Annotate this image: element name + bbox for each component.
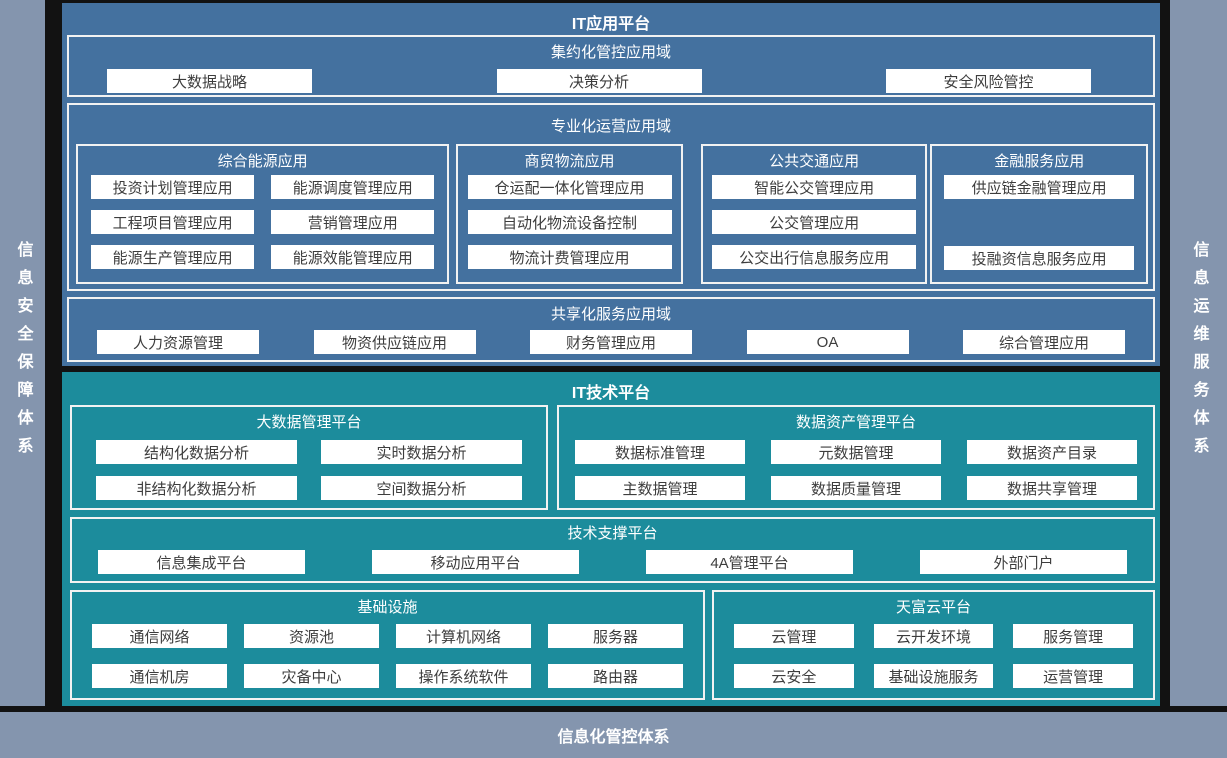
cloud-module: 云开发环境 [873,624,994,648]
cloud-module: 云管理 [734,624,854,648]
intensive-app-module: 大数据战略 [107,69,312,93]
support-platform-items: 信息集成平台 移动应用平台 4A管理平台 外部门户 [72,550,1153,574]
professional-domain-groups: 综合能源应用 投资计划管理应用能源调度管理应用工程项目管理应用营销管理应用能源生… [69,144,1153,284]
technical-support-platform: 技术支撑平台 信息集成平台 移动应用平台 4A管理平台 外部门户 [70,517,1155,583]
cloud-module: 服务管理 [1013,624,1133,648]
cloud-platform-items: 云管理云开发环境服务管理云安全基础设施服务运营管理 [714,624,1153,688]
transit-group-items: 智能公交管理应用公交管理应用公交出行信息服务应用 [703,175,926,269]
bigdata-module: 空间数据分析 [321,476,522,500]
infrastructure-items: 通信网络资源池计算机网络服务器通信机房灾备中心操作系统软件路由器 [72,624,703,688]
it-technology-platform: IT技术平台 大数据管理平台 结构化数据分析实时数据分析非结构化数据分析空间数据… [62,372,1160,706]
shared-app-module: OA [746,330,909,354]
transit-group-title: 公共交通应用 [769,153,860,170]
shared-app-module: 物资供应链应用 [313,330,476,354]
support-module: 信息集成平台 [98,550,305,574]
data-asset-platform-items: 数据标准管理 元数据管理 数据资产目录主数据管理 数据质量管理 数据共享管理 [559,440,1153,500]
data-asset-module: 主数据管理 [575,476,745,500]
infrastructure-module: 服务器 [548,624,683,648]
bottom-pillar-label: 信息化管控体系 [557,729,670,746]
data-asset-platform-title: 数据资产管理平台 [795,414,916,431]
infrastructure-title: 基础设施 [357,599,418,616]
infrastructure-module: 资源池 [244,624,379,648]
data-asset-management-platform: 数据资产管理平台 数据标准管理 元数据管理 数据资产目录主数据管理 数据质量管理 数据共… [557,405,1155,510]
transit-app-module: 智能公交管理应用 [712,175,917,199]
cloud-module: 云安全 [734,664,854,688]
intensive-domain-title: 集约化管控应用域 [550,44,671,61]
app-platform-title: IT应用平台 [571,16,651,33]
support-module: 外部门户 [920,550,1127,574]
energy-group-items: 投资计划管理应用能源调度管理应用工程项目管理应用营销管理应用能源生产管理应用能源… [78,175,447,269]
shared-app-module: 财务管理应用 [530,330,692,354]
finance-group-items: 供应链金融管理应用投融资信息服务应用 [932,175,1146,270]
finance-group-title: 金融服务应用 [994,153,1085,170]
bigdata-management-platform: 大数据管理平台 结构化数据分析实时数据分析非结构化数据分析空间数据分析 [70,405,548,510]
energy-app-module: 能源效能管理应用 [271,245,435,269]
bigdata-module: 结构化数据分析 [96,440,297,464]
shared-app-module: 人力资源管理 [97,330,259,354]
intensive-domain-items: 大数据战略 决策分析 安全风险管控 [69,69,1153,93]
cloud-module: 基础设施服务 [873,664,994,688]
transit-app-module: 公交管理应用 [712,210,917,234]
tech-platform-title: IT技术平台 [571,385,651,402]
data-asset-module: 数据共享管理 [967,476,1137,500]
shared-services-domain: 共享化服务应用域 人力资源管理 物资供应链应用 财务管理应用 OA 综合管理应用 [67,297,1155,362]
professional-domain-title: 专业化运营应用域 [550,118,671,135]
logistics-app-module: 物流计费管理应用 [467,245,672,269]
intensive-app-module: 安全风险管控 [886,69,1091,93]
energy-app-module: 营销管理应用 [271,210,435,234]
support-module: 4A管理平台 [646,550,853,574]
cloud-module: 运营管理 [1013,664,1133,688]
data-asset-module: 数据标准管理 [575,440,745,464]
energy-app-module: 投资计划管理应用 [91,175,255,199]
infrastructure-module: 操作系统软件 [396,664,531,688]
energy-group-title: 综合能源应用 [217,153,308,170]
right-pillar-label: 信息运维服务体系 [1190,241,1208,465]
bigdata-platform-title: 大数据管理平台 [256,414,362,431]
infrastructure-module: 计算机网络 [396,624,531,648]
energy-app-module: 能源调度管理应用 [271,175,435,199]
finance-app-module: 供应链金融管理应用 [944,175,1135,199]
left-pillar-security-system: 信息安全保障体系 [0,0,45,706]
infrastructure-module: 通信网络 [92,624,227,648]
bottom-pillar-governance-system: 信息化管控体系 [0,712,1227,758]
logistics-group-items: 仓运配一体化管理应用自动化物流设备控制物流计费管理应用 [458,175,681,269]
support-platform-title: 技术支撑平台 [567,525,658,542]
infrastructure-module: 灾备中心 [244,664,379,688]
intensive-control-domain: 集约化管控应用域 大数据战略 决策分析 安全风险管控 [67,35,1155,97]
shared-app-module: 综合管理应用 [963,330,1125,354]
infrastructure-module: 路由器 [548,664,683,688]
intensive-app-module: 决策分析 [496,69,702,93]
data-asset-module: 数据资产目录 [967,440,1137,464]
professional-operation-domain: 专业化运营应用域 综合能源应用 投资计划管理应用能源调度管理应用工程项目管理应用… [67,103,1155,291]
tianfu-cloud-platform: 天富云平台 云管理云开发环境服务管理云安全基础设施服务运营管理 [712,590,1155,700]
data-asset-module: 数据质量管理 [771,476,941,500]
logistics-app-module: 仓运配一体化管理应用 [467,175,672,199]
logistics-apps-group: 商贸物流应用 仓运配一体化管理应用自动化物流设备控制物流计费管理应用 [456,144,683,284]
shared-domain-items: 人力资源管理 物资供应链应用 财务管理应用 OA 综合管理应用 [69,330,1153,354]
it-application-platform: IT应用平台 集约化管控应用域 大数据战略 决策分析 安全风险管控 专业化运营应用域… [62,3,1160,366]
right-pillar-operations-system: 信息运维服务体系 [1170,0,1227,706]
logistics-app-module: 自动化物流设备控制 [467,210,672,234]
bigdata-module: 实时数据分析 [321,440,522,464]
energy-app-module: 能源生产管理应用 [91,245,255,269]
public-transit-apps-group: 公共交通应用 智能公交管理应用公交管理应用公交出行信息服务应用 [700,144,928,284]
cloud-platform-title: 天富云平台 [895,599,971,616]
finance-app-module: 投融资信息服务应用 [944,246,1135,270]
data-asset-module: 元数据管理 [771,440,941,464]
energy-app-module: 工程项目管理应用 [91,210,255,234]
bigdata-module: 非结构化数据分析 [96,476,297,500]
financial-services-apps-group: 金融服务应用 供应链金融管理应用投融资信息服务应用 [930,144,1148,284]
energy-apps-group: 综合能源应用 投资计划管理应用能源调度管理应用工程项目管理应用营销管理应用能源生… [76,144,450,284]
transit-app-module: 公交出行信息服务应用 [712,245,917,269]
shared-domain-title: 共享化服务应用域 [550,306,671,323]
logistics-group-title: 商贸物流应用 [524,153,615,170]
support-module: 移动应用平台 [372,550,579,574]
left-pillar-label: 信息安全保障体系 [14,241,32,465]
infrastructure-module: 通信机房 [92,664,227,688]
infrastructure-section: 基础设施 通信网络资源池计算机网络服务器通信机房灾备中心操作系统软件路由器 [70,590,705,700]
bigdata-platform-items: 结构化数据分析实时数据分析非结构化数据分析空间数据分析 [72,440,546,500]
